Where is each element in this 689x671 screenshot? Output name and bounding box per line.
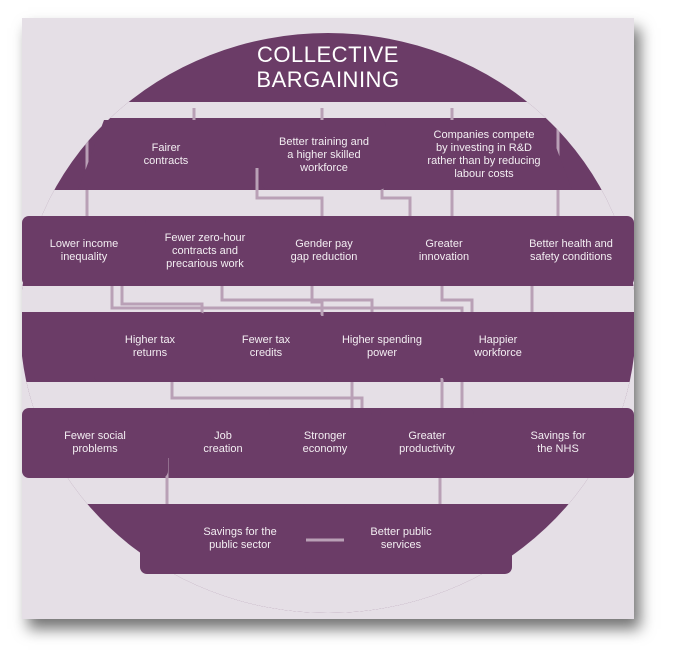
band-6	[22, 574, 634, 613]
box-better-health-safety: Better health and safety conditions	[508, 216, 634, 286]
band-5	[22, 478, 634, 504]
diagram-title: COLLECTIVE BARGAINING	[256, 42, 400, 92]
box-greater-innovation: Greater innovation	[388, 216, 500, 286]
box-savings-public-sector: Savings for the public sector	[140, 504, 306, 574]
box-savings-nhs: Savings for the NHS	[482, 408, 634, 478]
box-fewer-social-problems: Fewer social problems	[22, 408, 168, 478]
box-fewer-zero-hour: Fewer zero-hour contracts and precarious…	[150, 216, 260, 286]
band-4	[22, 382, 634, 408]
box-gender-pay-gap: Gender pay gap reduction	[268, 216, 380, 286]
box-fairer-contracts: Fairer contracts	[78, 120, 254, 190]
band-1	[22, 102, 634, 118]
box-happier-workforce: Happier workforce	[442, 312, 554, 382]
box-greater-productivity: Greater productivity	[380, 408, 474, 478]
box-stronger-economy: Stronger economy	[278, 408, 372, 478]
box-lower-income-inequality: Lower income inequality	[22, 216, 146, 286]
box-higher-tax-returns: Higher tax returns	[94, 312, 206, 382]
box-companies-compete: Companies compete by investing in R&D ra…	[396, 120, 572, 190]
collective-bargaining-diagram: COLLECTIVE BARGAINING Fairer contracts B…	[22, 18, 634, 619]
box-better-public-services: Better public services	[344, 504, 512, 574]
box-higher-spending-power: Higher spending power	[326, 312, 438, 382]
box-fewer-tax-credits: Fewer tax credits	[210, 312, 322, 382]
box-job-creation: Job creation	[176, 408, 270, 478]
box-better-training: Better training and a higher skilled wor…	[262, 120, 386, 190]
band-2	[22, 190, 634, 216]
